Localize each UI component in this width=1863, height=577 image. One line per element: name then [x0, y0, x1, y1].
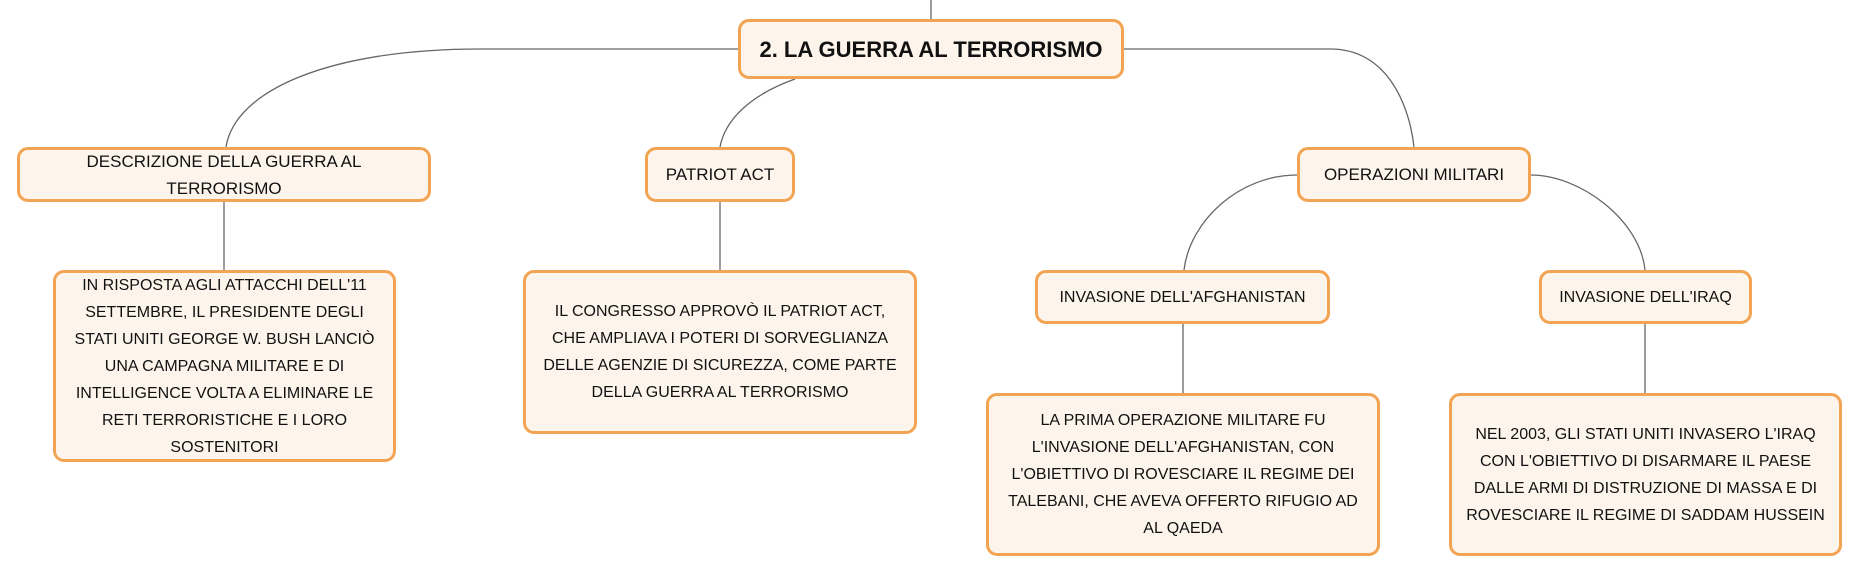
connector-root-operations	[1124, 48, 1415, 148]
detail-text: IN RISPOSTA AGLI ATTACCHI DELL'11 SETTEM…	[74, 276, 375, 456]
detail-patriot-act[interactable]: IL CONGRESSO APPROVÒ IL PATRIOT ACT, CHE…	[523, 270, 917, 434]
connector-root-patriot	[719, 78, 796, 148]
connector-operations-iraq	[1530, 174, 1646, 271]
topic-label: OPERAZIONI MILITARI	[1323, 165, 1505, 184]
root-topic-label: 2. LA GUERRA AL TERRORISMO	[759, 36, 1103, 62]
topic-description[interactable]: DESCRIZIONE DELLA GUERRA AL TERRORISMO	[17, 147, 431, 202]
topic-afghanistan[interactable]: INVASIONE DELL'AFGHANISTAN	[1035, 270, 1330, 324]
topic-iraq[interactable]: INVASIONE DELL'IRAQ	[1539, 270, 1752, 324]
detail-text: NEL 2003, GLI STATI UNITI INVASERO L'IRA…	[1466, 425, 1825, 524]
detail-description[interactable]: IN RISPOSTA AGLI ATTACCHI DELL'11 SETTEM…	[53, 270, 396, 462]
topic-label: DESCRIZIONE DELLA GUERRA AL TERRORISMO	[86, 151, 362, 198]
topic-label: INVASIONE DELL'AFGHANISTAN	[1059, 288, 1306, 306]
detail-text: LA PRIMA OPERAZIONE MILITARE FU L'INVASI…	[1008, 412, 1358, 537]
root-topic[interactable]: 2. LA GUERRA AL TERRORISMO	[738, 19, 1124, 79]
topic-patriot-act[interactable]: PATRIOT ACT	[645, 147, 795, 202]
detail-afghanistan[interactable]: LA PRIMA OPERAZIONE MILITARE FU L'INVASI…	[986, 393, 1380, 556]
detail-iraq[interactable]: NEL 2003, GLI STATI UNITI INVASERO L'IRA…	[1449, 393, 1842, 556]
detail-text: IL CONGRESSO APPROVÒ IL PATRIOT ACT, CHE…	[543, 303, 897, 401]
connector-operations-afghanistan	[1183, 174, 1298, 271]
connector-root-description	[225, 48, 738, 148]
topic-label: INVASIONE DELL'IRAQ	[1559, 288, 1732, 306]
topic-label: PATRIOT ACT	[665, 165, 775, 184]
topic-military-operations[interactable]: OPERAZIONI MILITARI	[1297, 147, 1531, 202]
